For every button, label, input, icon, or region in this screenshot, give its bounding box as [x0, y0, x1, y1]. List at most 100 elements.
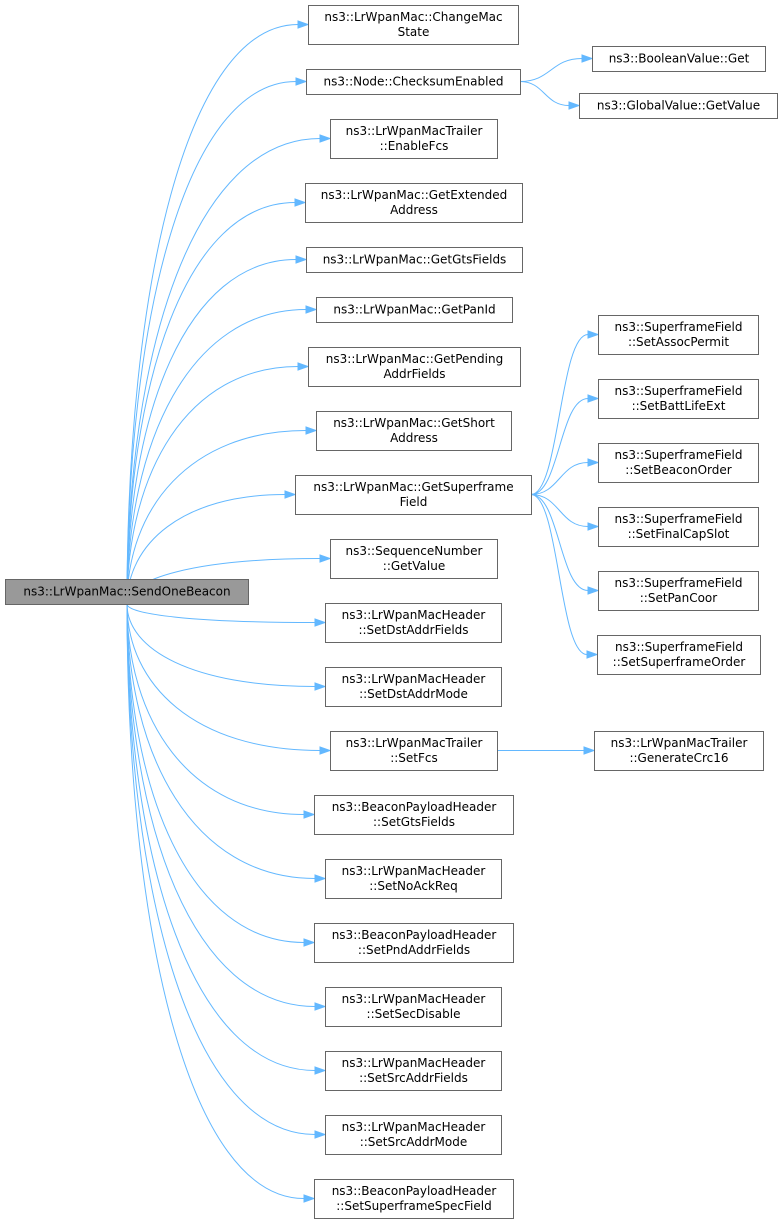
node-box [316, 297, 513, 323]
node-box [598, 315, 759, 355]
node-set-dst-addr-fields[interactable]: ns3::LrWpanMacHeader::SetDstAddrFields [325, 603, 502, 643]
node-label: ns3::LrWpanMac::GetGtsFields [323, 253, 507, 267]
node-set-src-addr-fields[interactable]: ns3::LrWpanMacHeader::SetSrcAddrFields [325, 1051, 502, 1091]
node-label: ns3::LrWpanMacTrailer [346, 124, 483, 138]
node-label: ::SetBattLifeExt [632, 399, 726, 413]
node-box [598, 379, 759, 419]
node-label: ::SetDstAddrMode [359, 687, 468, 701]
node-label: Address [390, 203, 438, 217]
node-box [594, 731, 764, 771]
node-root[interactable]: ns3::LrWpanMac::SendOneBeacon [5, 579, 249, 605]
edge-set-fcs-to-generate-crc16 [497, 746, 596, 755]
node-label: ns3::SuperframeField [614, 320, 742, 334]
node-label: ::SetPanCoor [640, 591, 718, 605]
node-box [314, 923, 514, 963]
node-set-pnd-addr-fields[interactable]: ns3::BeaconPayloadHeader::SetPndAddrFiel… [314, 923, 514, 963]
edge-root-to-change-mac-state [126, 20, 310, 605]
node-label: ns3::LrWpanMacTrailer [346, 736, 483, 750]
edge-get-superframe-field-to-set-assoc-permit [530, 330, 600, 495]
node-label: ns3::LrWpanMac::ChangeMac [324, 10, 502, 24]
node-label: ::SetSrcAddrMode [360, 1135, 468, 1149]
edge-root-to-get-extended-address [126, 198, 307, 605]
edge-root-to-get-short-address [126, 426, 318, 605]
edge-root-to-set-dst-addr-fields [126, 603, 327, 627]
node-checksum-enabled[interactable]: ns3::Node::ChecksumEnabled [306, 69, 521, 95]
edge-checksum-enabled-to-global-get-value [519, 81, 581, 110]
node-label: ns3::LrWpanMac::GetSuperframe [313, 480, 513, 494]
node-set-no-ack-req[interactable]: ns3::LrWpanMacHeader::SetNoAckReq [325, 859, 502, 899]
node-label: ns3::GlobalValue::GetValue [597, 99, 760, 113]
edge-get-superframe-field-to-set-batt-life-ext [530, 394, 600, 495]
node-label: ns3::LrWpanMacHeader [342, 672, 486, 686]
node-boolean-get[interactable]: ns3::BooleanValue::Get [592, 46, 766, 72]
node-label: ::SetPndAddrFields [358, 943, 470, 957]
node-box [306, 69, 521, 95]
node-label: ns3::BeaconPayloadHeader [332, 800, 497, 814]
node-set-dst-addr-mode[interactable]: ns3::LrWpanMacHeader::SetDstAddrMode [325, 667, 502, 707]
node-label: ns3::LrWpanMacHeader [342, 992, 486, 1006]
node-set-assoc-permit[interactable]: ns3::SuperframeField::SetAssocPermit [598, 315, 759, 355]
edge-root-to-set-src-addr-fields [126, 603, 327, 1075]
node-box [305, 183, 523, 223]
edge-root-to-checksum-enabled [126, 77, 308, 605]
node-label: ns3::SuperframeField [614, 384, 742, 398]
node-box [598, 443, 759, 483]
node-label: Address [390, 431, 438, 445]
edge-root-to-enable-fcs [126, 134, 332, 605]
node-box [306, 247, 523, 273]
node-label: ns3::BeaconPayloadHeader [332, 928, 497, 942]
node-bph-set-gts-fields[interactable]: ns3::BeaconPayloadHeader::SetGtsFields [314, 795, 514, 835]
node-get-gts-fields[interactable]: ns3::LrWpanMac::GetGtsFields [306, 247, 523, 273]
node-label: ns3::SuperframeField [614, 576, 742, 590]
node-seq-get-value[interactable]: ns3::SequenceNumber::GetValue [330, 539, 498, 579]
node-set-superframe-spec-field[interactable]: ns3::BeaconPayloadHeader::SetSuperframeS… [314, 1179, 514, 1219]
node-label: ::SetGtsFields [373, 815, 455, 829]
node-label: Field [400, 495, 428, 509]
node-set-src-addr-mode[interactable]: ns3::LrWpanMacHeader::SetSrcAddrMode [325, 1115, 502, 1155]
node-box [314, 795, 514, 835]
node-set-batt-life-ext[interactable]: ns3::SuperframeField::SetBattLifeExt [598, 379, 759, 419]
node-set-final-cap-slot[interactable]: ns3::SuperframeField::SetFinalCapSlot [598, 507, 759, 547]
node-get-pan-id[interactable]: ns3::LrWpanMac::GetPanId [316, 297, 513, 323]
node-box [598, 571, 759, 611]
node-label: ns3::SuperframeField [614, 448, 742, 462]
node-label: ns3::LrWpanMacHeader [342, 1120, 486, 1134]
node-set-superframe-order[interactable]: ns3::SuperframeField::SetSuperframeOrder [597, 635, 761, 675]
node-label: ::SetSuperframeSpecField [336, 1199, 491, 1213]
node-global-get-value[interactable]: ns3::GlobalValue::GetValue [579, 93, 778, 119]
node-label: ns3::LrWpanMacHeader [342, 1056, 486, 1070]
node-label: ns3::Node::ChecksumEnabled [324, 75, 504, 89]
node-set-sec-disable[interactable]: ns3::LrWpanMacHeader::SetSecDisable [325, 987, 502, 1027]
node-set-fcs[interactable]: ns3::LrWpanMacTrailer::SetFcs [330, 731, 498, 771]
node-set-beacon-order[interactable]: ns3::SuperframeField::SetBeaconOrder [598, 443, 759, 483]
node-label: ::GetValue [383, 559, 445, 573]
node-label: ns3::BooleanValue::Get [609, 52, 750, 66]
edge-get-superframe-field-to-set-final-cap-slot [530, 494, 600, 531]
node-set-pan-coor[interactable]: ns3::SuperframeField::SetPanCoor [598, 571, 759, 611]
node-enable-fcs[interactable]: ns3::LrWpanMacTrailer::EnableFcs [330, 119, 498, 159]
node-label: ::SetBeaconOrder [625, 463, 731, 477]
node-box [597, 635, 761, 675]
edge-get-superframe-field-to-set-superframe-order [530, 494, 599, 659]
node-generate-crc16[interactable]: ns3::LrWpanMacTrailer::GenerateCrc16 [594, 731, 764, 771]
edge-root-to-set-sec-disable [126, 603, 327, 1011]
node-label: ns3::SuperframeField [614, 512, 742, 526]
node-label: ::SetNoAckReq [369, 879, 457, 893]
node-box [325, 859, 502, 899]
node-label: ns3::LrWpanMac::GetPanId [333, 303, 495, 317]
node-box [598, 507, 759, 547]
node-label: ::SetDstAddrFields [358, 623, 468, 637]
node-label: ns3::LrWpanMacTrailer [611, 736, 748, 750]
node-label: ns3::LrWpanMac::GetShort [333, 416, 495, 430]
node-label: ns3::SuperframeField [615, 640, 743, 654]
edge-get-superframe-field-to-set-pan-coor [530, 494, 600, 595]
node-label: ns3::LrWpanMac::SendOneBeacon [23, 585, 230, 599]
node-box [330, 119, 498, 159]
node-label: ns3::LrWpanMacHeader [342, 864, 486, 878]
